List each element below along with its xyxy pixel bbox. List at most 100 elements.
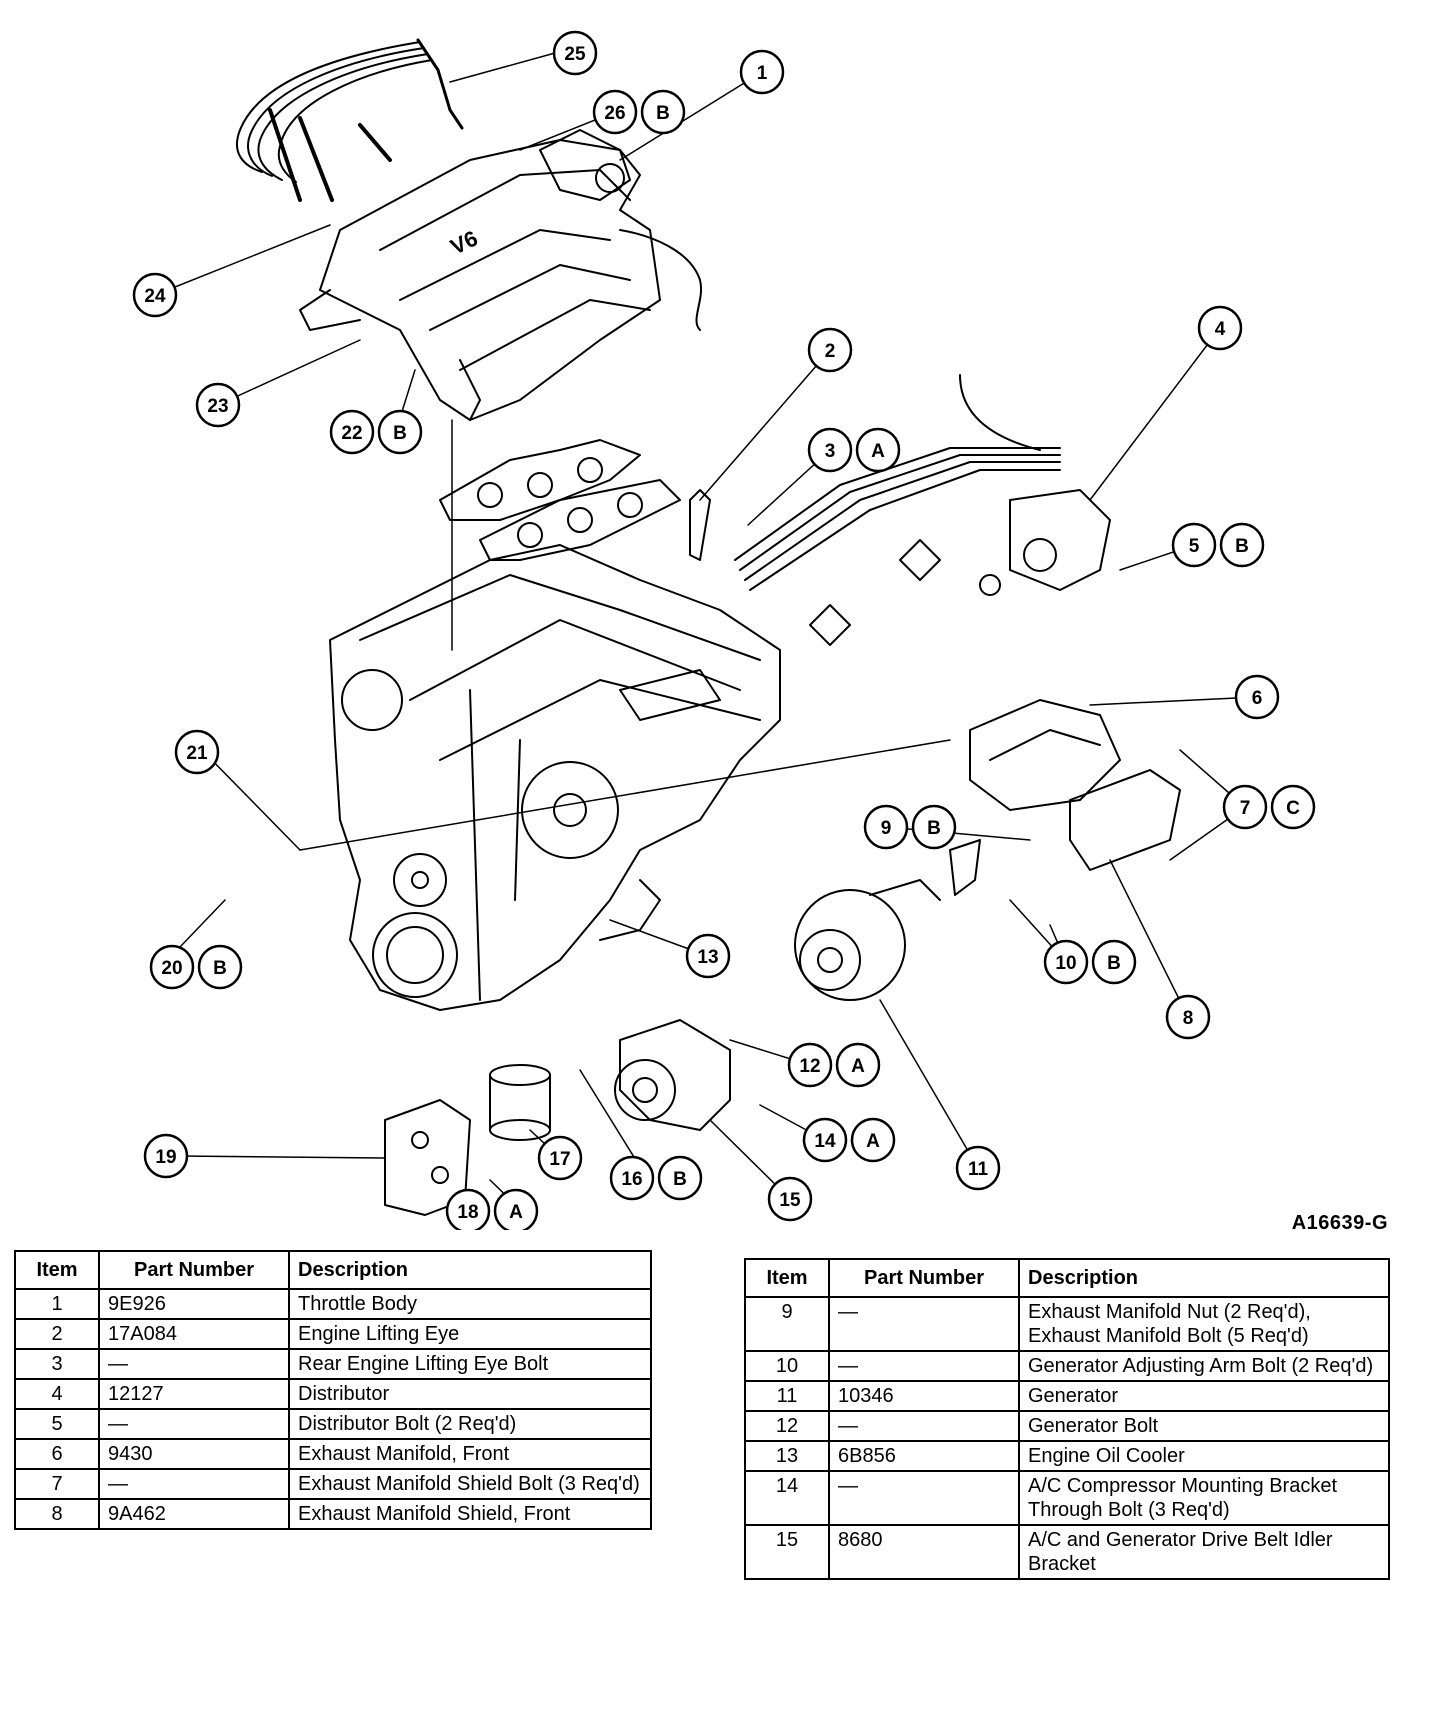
description-cell: Engine Lifting Eye (288, 1318, 652, 1350)
callout-number: 4 (1215, 319, 1226, 340)
torque-letter: B (213, 958, 227, 979)
table-row: 14—A/C Compressor Mounting Bracket Throu… (744, 1470, 1390, 1526)
table-row: 12—Generator Bolt (744, 1410, 1390, 1442)
callout-circle (685, 933, 731, 979)
manifold-logo: V6 (447, 225, 482, 259)
part-number-cell: 12127 (98, 1378, 290, 1410)
callout-circle (149, 944, 195, 990)
callout-number: 21 (186, 743, 208, 764)
callout-number: 22 (341, 423, 362, 444)
item-cell: 14 (744, 1470, 830, 1526)
item-cell: 3 (14, 1348, 100, 1380)
callout-circle (1165, 994, 1211, 1040)
callout-number: 17 (549, 1149, 570, 1170)
callout-2: 2 (807, 327, 853, 373)
callout-circle (552, 30, 598, 76)
callout-23: 23 (195, 382, 241, 428)
torque-letter: C (1286, 798, 1300, 819)
upper-intake-manifold (299, 129, 703, 421)
callout-number: 26 (604, 103, 625, 124)
callout-15: 15 (767, 1176, 813, 1222)
callout-circle (609, 1155, 655, 1201)
callout-number: 20 (161, 958, 182, 979)
item-cell: 4 (14, 1378, 100, 1410)
engine-lifting-eye (689, 489, 711, 561)
item-cell: 1 (14, 1288, 100, 1320)
torque-circle (1270, 784, 1316, 830)
engine-block (329, 544, 781, 1011)
description-cell: Distributor (288, 1378, 652, 1410)
item-cell: 10 (744, 1350, 830, 1382)
part-number-cell: 17A084 (98, 1318, 290, 1350)
distributor-assembly (734, 374, 1111, 646)
description-cell: A/C Compressor Mounting Bracket Through … (1018, 1470, 1390, 1526)
callout-number: 7 (1240, 798, 1251, 819)
callout-number: 5 (1189, 536, 1200, 557)
description-cell: Generator (1018, 1380, 1390, 1412)
torque-circle (197, 944, 243, 990)
item-cell: 7 (14, 1468, 100, 1500)
callout-circle (863, 804, 909, 850)
part-number-cell: — (828, 1350, 1020, 1382)
header-part-number: Part Number (828, 1258, 1020, 1298)
callout-20: 20 B (149, 944, 243, 990)
callout-24: 24 (132, 272, 178, 318)
callout-circle (174, 729, 220, 775)
header-description: Description (1018, 1258, 1390, 1298)
torque-circle (835, 1042, 881, 1088)
callout-number: 2 (825, 341, 836, 362)
callout-circle (767, 1176, 813, 1222)
torque-circle (850, 1117, 896, 1163)
parts-table-right: Item Part Number Description 9—Exhaust M… (744, 1258, 1390, 1580)
callout-19: 19 (143, 1133, 189, 1179)
callout-number: 6 (1252, 688, 1263, 709)
callout-circle (802, 1117, 848, 1163)
callout-circle (592, 89, 638, 135)
callout-21: 21 (174, 729, 220, 775)
torque-circle (377, 409, 423, 455)
intake-gaskets (439, 439, 681, 561)
item-cell: 8 (14, 1498, 100, 1530)
item-cell: 11 (744, 1380, 830, 1412)
callout-circle (1222, 784, 1268, 830)
callout-17: 17 (537, 1135, 583, 1181)
svg-text:V6: V6 (447, 225, 482, 259)
callout-circle (1197, 305, 1243, 351)
callout-number: 8 (1183, 1008, 1194, 1029)
torque-letter: B (927, 818, 941, 839)
callout-circle (143, 1133, 189, 1179)
callout-number: 23 (207, 396, 228, 417)
callout-circle (537, 1135, 583, 1181)
exhaust-manifold (969, 699, 1181, 871)
figure-id: A16639-G (1291, 1212, 1388, 1234)
header-part-number: Part Number (98, 1250, 290, 1290)
part-number-cell: — (98, 1408, 290, 1440)
leader-lines (154, 52, 1258, 1212)
part-number-cell: 9E926 (98, 1288, 290, 1320)
torque-letter: B (1107, 953, 1121, 974)
callout-number: 12 (799, 1056, 820, 1077)
callout-number: 9 (881, 818, 892, 839)
callout-circle (787, 1042, 833, 1088)
description-cell: Engine Oil Cooler (1018, 1440, 1390, 1472)
callout-circle (132, 272, 178, 318)
header-item: Item (14, 1250, 100, 1290)
torque-circle (911, 804, 957, 850)
callout-number: 15 (779, 1190, 801, 1211)
item-cell: 12 (744, 1410, 830, 1442)
torque-circle (640, 89, 686, 135)
item-cell: 2 (14, 1318, 100, 1350)
description-cell: Generator Adjusting Arm Bolt (2 Req'd) (1018, 1350, 1390, 1382)
header-item: Item (744, 1258, 830, 1298)
